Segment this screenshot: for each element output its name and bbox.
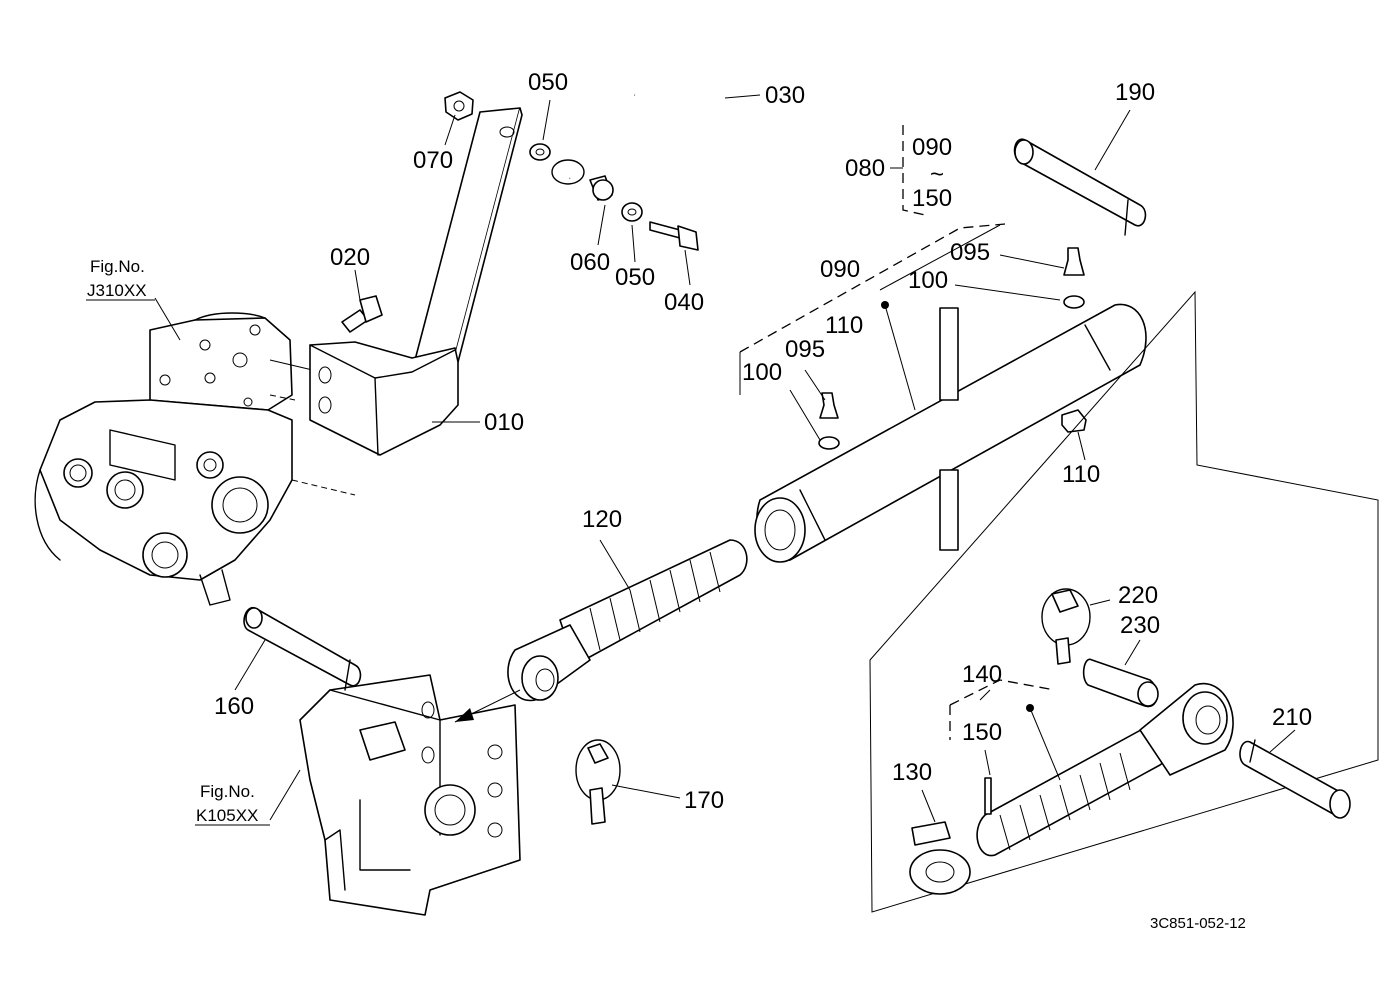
part-labels: 010 020 030 040 050 050 060 070 080 090 … bbox=[214, 69, 1312, 814]
label-230: 230 bbox=[1120, 612, 1160, 639]
adjuster-rod-140 bbox=[976, 682, 1234, 857]
label-100-left: 100 bbox=[742, 359, 782, 386]
label-050-lower: 050 bbox=[615, 264, 655, 291]
pin-160 bbox=[243, 607, 362, 691]
roll-pin-150 bbox=[984, 777, 992, 815]
label-110-upper: 110 bbox=[825, 312, 863, 339]
washer-050-lower bbox=[621, 202, 643, 222]
label-095-right: 095 bbox=[950, 239, 990, 266]
label-120: 120 bbox=[582, 506, 622, 533]
nut-130 bbox=[909, 821, 971, 895]
label-220: 220 bbox=[1118, 582, 1158, 609]
fig-ref-code-top: J310XX bbox=[87, 281, 147, 300]
nut-070 bbox=[444, 91, 474, 121]
pin-190 bbox=[1013, 138, 1147, 236]
frame-top-link bbox=[739, 224, 1001, 395]
label-080: 080 bbox=[845, 155, 885, 182]
bolt-040 bbox=[649, 221, 699, 251]
wire-030 bbox=[551, 84, 728, 185]
group-lines bbox=[739, 125, 1056, 740]
fig-ref-label-bottom: Fig.No. bbox=[200, 782, 255, 801]
label-150-range: 150 bbox=[912, 185, 952, 212]
bolt-020 bbox=[341, 295, 383, 333]
label-095-left: 095 bbox=[785, 336, 825, 363]
label-040: 040 bbox=[664, 289, 704, 316]
figure-reference-j310: Fig.No. J310XX bbox=[86, 257, 155, 301]
label-050-upper: 050 bbox=[528, 69, 568, 96]
label-170: 170 bbox=[684, 787, 724, 814]
label-020: 020 bbox=[330, 244, 370, 271]
label-150: 150 bbox=[962, 719, 1002, 746]
washer-050-upper bbox=[529, 143, 551, 161]
fig-ref-code-bottom: K105XX bbox=[196, 806, 258, 825]
label-070: 070 bbox=[413, 147, 453, 174]
label-030: 030 bbox=[765, 82, 805, 109]
figure-reference-k105: Fig.No. K105XX bbox=[195, 782, 270, 826]
pin-210 bbox=[1239, 739, 1351, 819]
bracket-010 bbox=[309, 107, 523, 456]
label-090: 090 bbox=[820, 256, 860, 283]
label-060: 060 bbox=[570, 249, 610, 276]
grease-nipple-095-right bbox=[1063, 247, 1085, 309]
label-090-range: 090 bbox=[912, 134, 952, 161]
hydraulic-block-j310 bbox=[34, 312, 356, 606]
sleeve-230 bbox=[1082, 658, 1159, 708]
label-140: 140 bbox=[962, 661, 1002, 688]
spacer-060 bbox=[589, 175, 614, 201]
fig-ref-label-top: Fig.No. bbox=[90, 257, 145, 276]
lynch-pin-170 bbox=[575, 739, 621, 825]
label-210: 210 bbox=[1272, 704, 1312, 731]
label-110-lower: 110 bbox=[1062, 461, 1100, 488]
lower-bracket-k105 bbox=[299, 674, 521, 916]
frame-right bbox=[869, 290, 1379, 913]
label-160: 160 bbox=[214, 693, 254, 720]
label-190: 190 bbox=[1115, 79, 1155, 106]
top-link-body-090 bbox=[754, 303, 1147, 563]
label-130: 130 bbox=[892, 759, 932, 786]
drawing-code: 3C851-052-12 bbox=[1150, 915, 1246, 932]
label-100-right: 100 bbox=[908, 267, 948, 294]
leader-lines bbox=[154, 94, 1296, 823]
threaded-rod-120 bbox=[507, 539, 748, 702]
lynch-pin-220 bbox=[1041, 588, 1091, 665]
label-010: 010 bbox=[484, 409, 524, 436]
range-mark: ~ bbox=[930, 161, 944, 188]
grease-nipple-095-left bbox=[818, 392, 840, 450]
nut-110-right bbox=[1061, 409, 1087, 433]
